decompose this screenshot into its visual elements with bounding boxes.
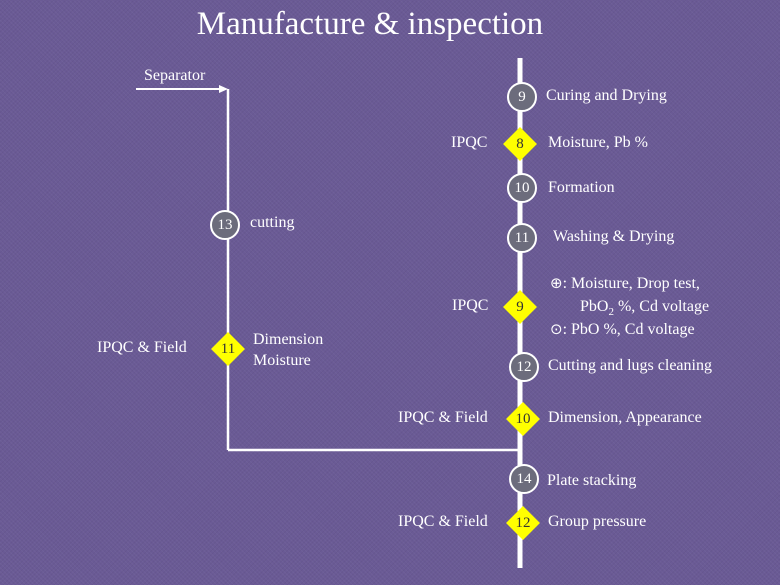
formation-check-who: IPQC	[452, 297, 489, 314]
positive-plate-line-2: PbO2 %, Cd voltage	[580, 298, 710, 319]
formation-label: Formation	[548, 179, 615, 196]
step-12-circle: 12	[509, 352, 539, 382]
pressure-check-who: IPQC & Field	[398, 513, 488, 530]
stacking-label: Plate stacking	[547, 472, 637, 489]
positive-plate-line-1: ⊕: Moisture, Drop test,	[550, 274, 700, 292]
left-inspection-label-2: Moisture	[253, 352, 311, 369]
curing-label: Curing and Drying	[546, 87, 667, 104]
moisture-check-who: IPQC	[451, 134, 488, 151]
page-title: Manufacture & inspection	[196, 6, 544, 42]
step-9-circle: 9	[507, 82, 537, 112]
negative-plate-icon: ⊙	[550, 320, 563, 338]
inspection-11-diamond: 11	[210, 331, 246, 367]
washing-label: Washing & Drying	[553, 228, 675, 245]
moisture-check-label: Moisture, Pb %	[548, 134, 648, 151]
cutting-label: cutting	[250, 214, 295, 231]
inspection-12-diamond: 12	[505, 505, 541, 541]
separator-arrow-head	[219, 85, 228, 93]
step-14-circle: 14	[509, 464, 539, 494]
step-10-circle: 10	[507, 173, 537, 203]
step-13-circle: 13	[210, 210, 240, 240]
cutting-lugs-label: Cutting and lugs cleaning	[548, 357, 712, 374]
left-inspection-label-1: Dimension	[253, 331, 324, 348]
left-inspection-who: IPQC & Field	[97, 339, 187, 356]
separator-label: Separator	[144, 67, 206, 84]
inspection-9-diamond: 9	[502, 289, 538, 325]
negative-plate-line: ⊙: PbO %, Cd voltage	[550, 320, 695, 338]
dimension-check-label: Dimension, Appearance	[548, 409, 702, 426]
inspection-8-diamond: 8	[502, 126, 538, 162]
step-11-circle: 11	[507, 223, 537, 253]
positive-plate-icon: ⊕	[550, 274, 563, 292]
dimension-check-who: IPQC & Field	[398, 409, 488, 426]
inspection-10-diamond: 10	[505, 401, 541, 437]
pressure-check-label: Group pressure	[548, 513, 647, 530]
